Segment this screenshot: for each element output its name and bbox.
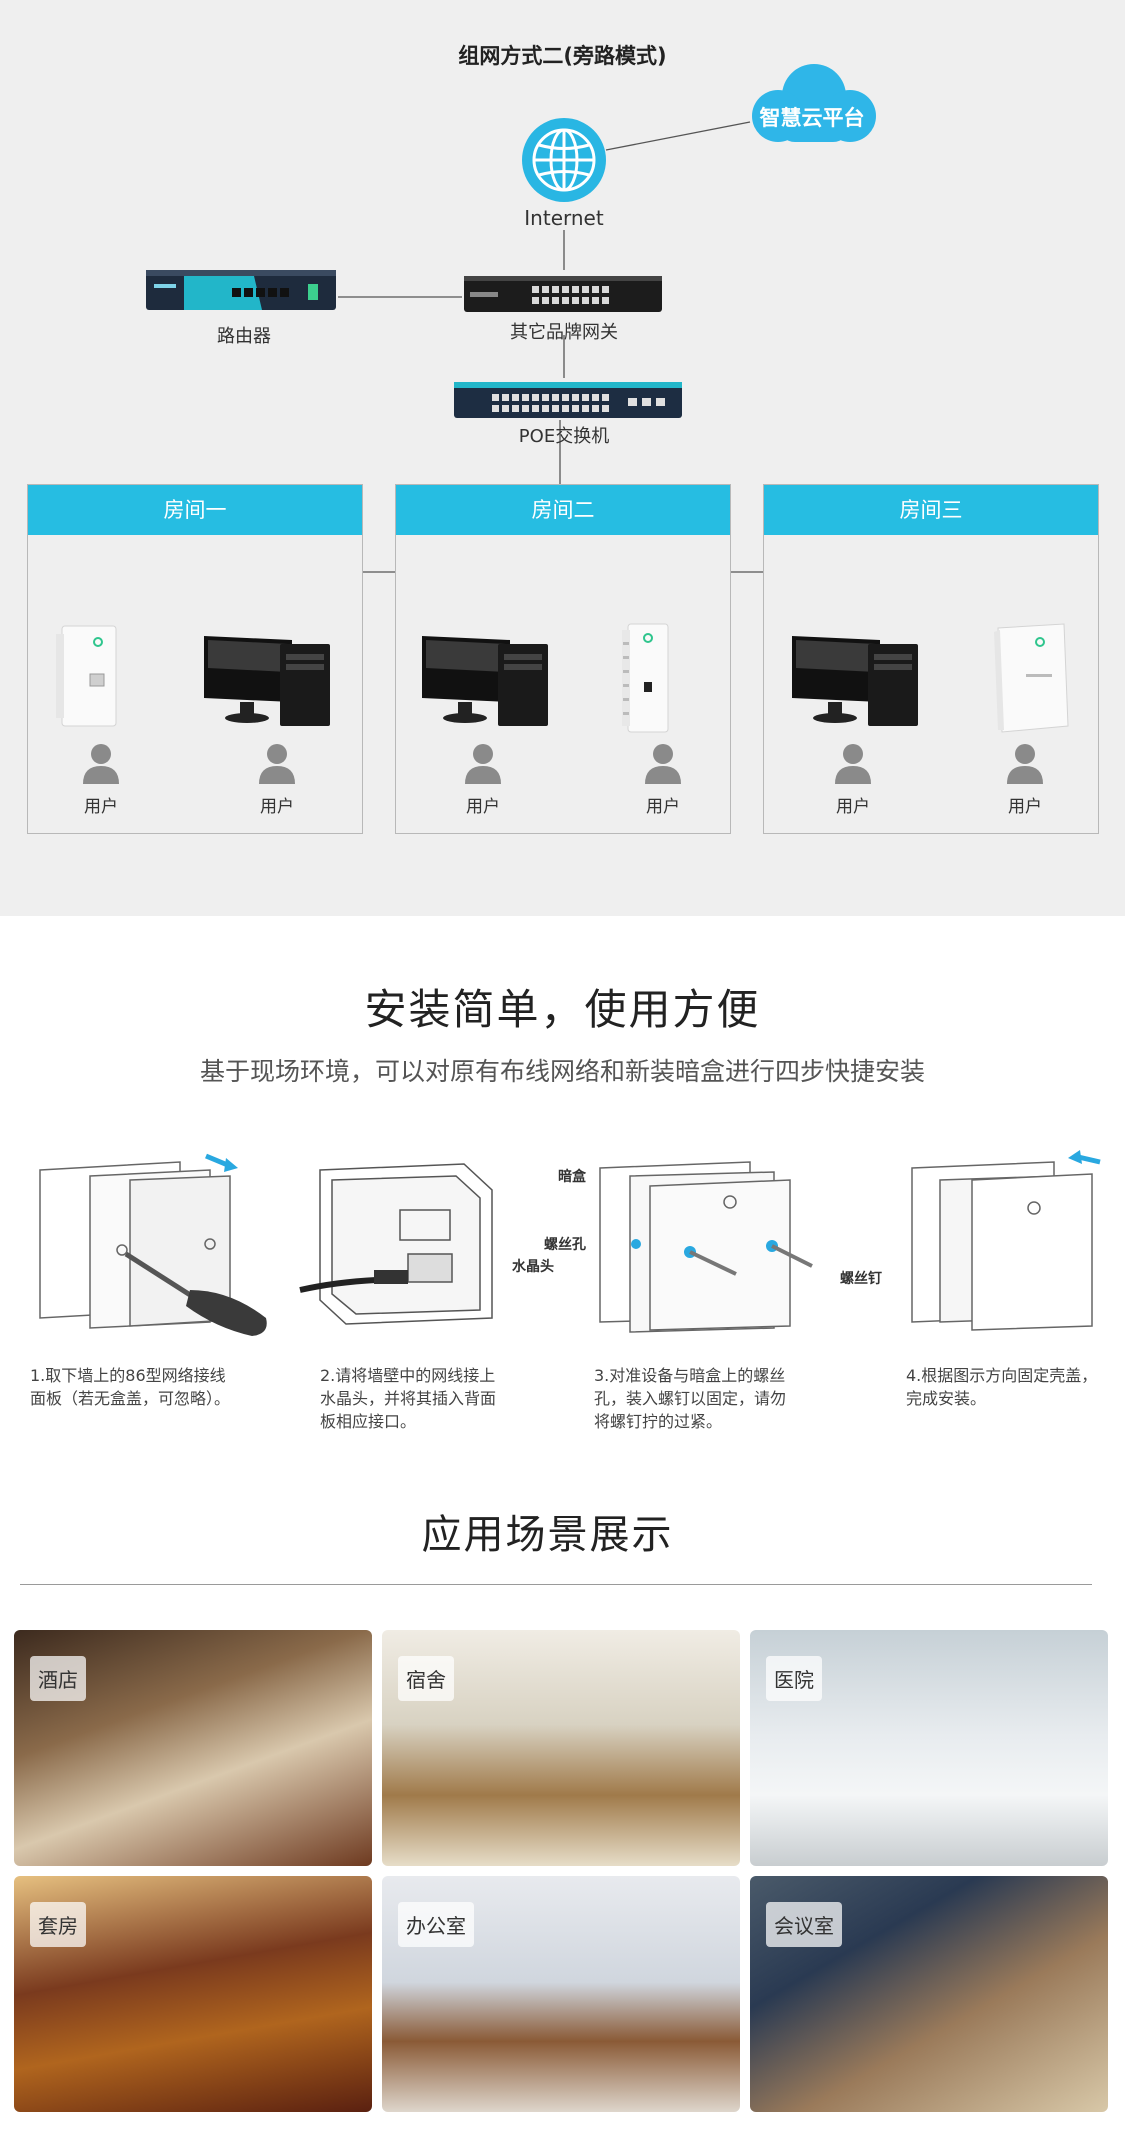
- scenes-title: 应用场景展示: [421, 1512, 674, 1558]
- scene-label: 套房: [30, 1902, 86, 1947]
- desktop-pc-icon: [418, 632, 552, 732]
- callout-crystal-head: 水晶头: [512, 1259, 554, 1275]
- scene-suite-photo: 套房: [14, 1876, 372, 2112]
- user-label: 用户: [646, 797, 680, 817]
- router-label: 路由器: [217, 326, 271, 347]
- wall-ap-icon: [54, 622, 120, 736]
- step-3-line: 3.对准设备与暗盒上的螺丝: [594, 1366, 786, 1385]
- callout-screw-hole: 螺丝孔: [544, 1237, 586, 1253]
- scene-label: 酒店: [30, 1656, 86, 1701]
- scene-label: 医院: [766, 1656, 822, 1701]
- scene-label: 宿舍: [398, 1656, 454, 1701]
- scene-hotel-photo: 酒店: [14, 1630, 372, 1866]
- cloud-icon: [742, 56, 882, 154]
- gateway-icon: [462, 272, 664, 322]
- user-label: 用户: [1008, 797, 1042, 817]
- step-4-line: 完成安装。: [906, 1389, 987, 1408]
- scene-label: 会议室: [766, 1902, 842, 1947]
- step-1-text: 1.取下墙上的86型网络接线 面板（若无盒盖，可忽略）。: [30, 1364, 270, 1410]
- step-1-line: 面板（若无盒盖，可忽略）。: [30, 1389, 231, 1408]
- step-4-text: 4.根据图示方向固定壳盖， 完成安装。: [906, 1364, 1116, 1410]
- step-3-illustration: [590, 1150, 840, 1340]
- step-2-text: 2.请将墙壁中的网线接上 水晶头，并将其插入背面 板相应接口。: [320, 1364, 540, 1433]
- user-icon: 用户: [808, 742, 898, 817]
- step-4-line: 4.根据图示方向固定壳盖，: [906, 1366, 1098, 1385]
- step-2-line: 2.请将墙壁中的网线接上: [320, 1366, 496, 1385]
- scene-label: 办公室: [398, 1902, 474, 1947]
- room-3-title: 房间三: [764, 485, 1098, 535]
- step-1-line: 1.取下墙上的86型网络接线: [30, 1366, 226, 1385]
- callout-dark-box: 暗盒: [558, 1169, 586, 1185]
- wall-ap-icon: [618, 620, 672, 740]
- step-2-illustration: [296, 1150, 556, 1340]
- internet-label: Internet: [524, 206, 604, 230]
- step-3-line: 孔，装入螺钉以固定，请勿: [594, 1389, 787, 1408]
- scene-meeting-room-photo: 会议室: [750, 1876, 1108, 2112]
- user-icon: 用户: [618, 742, 708, 817]
- user-label: 用户: [466, 797, 500, 817]
- desktop-pc-icon: [200, 632, 334, 732]
- step-1-illustration: [30, 1150, 280, 1340]
- user-icon: 用户: [980, 742, 1070, 817]
- wall-ap-icon: [990, 620, 1074, 740]
- room-1-title: 房间一: [28, 485, 362, 535]
- user-icon: 用户: [56, 742, 146, 817]
- poe-switch-icon: [452, 378, 684, 426]
- scene-hospital-photo: 医院: [750, 1630, 1108, 1866]
- poe-switch-label: POE交换机: [518, 426, 610, 447]
- install-title: 安装简单，使用方便: [364, 985, 761, 1034]
- step-2-line: 板相应接口。: [320, 1412, 417, 1431]
- gateway-label: 其它品牌网关: [510, 322, 618, 343]
- step-3-line: 将螺钉拧的过紧。: [594, 1412, 723, 1431]
- user-label: 用户: [260, 797, 294, 817]
- step-2-line: 水晶头，并将其插入背面: [320, 1389, 497, 1408]
- step-4-illustration: [904, 1150, 1114, 1340]
- scene-dormitory-photo: 宿舍: [382, 1630, 740, 1866]
- scene-office-photo: 办公室: [382, 1876, 740, 2112]
- desktop-pc-icon: [788, 632, 922, 732]
- user-label: 用户: [836, 797, 870, 817]
- cloud-platform-label: 智慧云平台: [759, 106, 865, 130]
- step-3-text: 3.对准设备与暗盒上的螺丝 孔，装入螺钉以固定，请勿 将螺钉拧的过紧。: [594, 1364, 824, 1433]
- network-diagram: 组网方式二(旁路模式): [0, 0, 1125, 916]
- scenes-divider: [20, 1584, 1092, 1585]
- install-subtitle: 基于现场环境，可以对原有布线网络和新装暗盒进行四步快捷安装: [199, 1057, 925, 1086]
- room-2-title: 房间二: [396, 485, 730, 535]
- user-icon: 用户: [438, 742, 528, 817]
- router-icon: [144, 264, 338, 322]
- callout-screw: 螺丝钉: [840, 1271, 882, 1287]
- network-title: 组网方式二(旁路模式): [458, 44, 667, 68]
- globe-icon: [520, 116, 608, 204]
- user-icon: 用户: [232, 742, 322, 817]
- user-label: 用户: [84, 797, 118, 817]
